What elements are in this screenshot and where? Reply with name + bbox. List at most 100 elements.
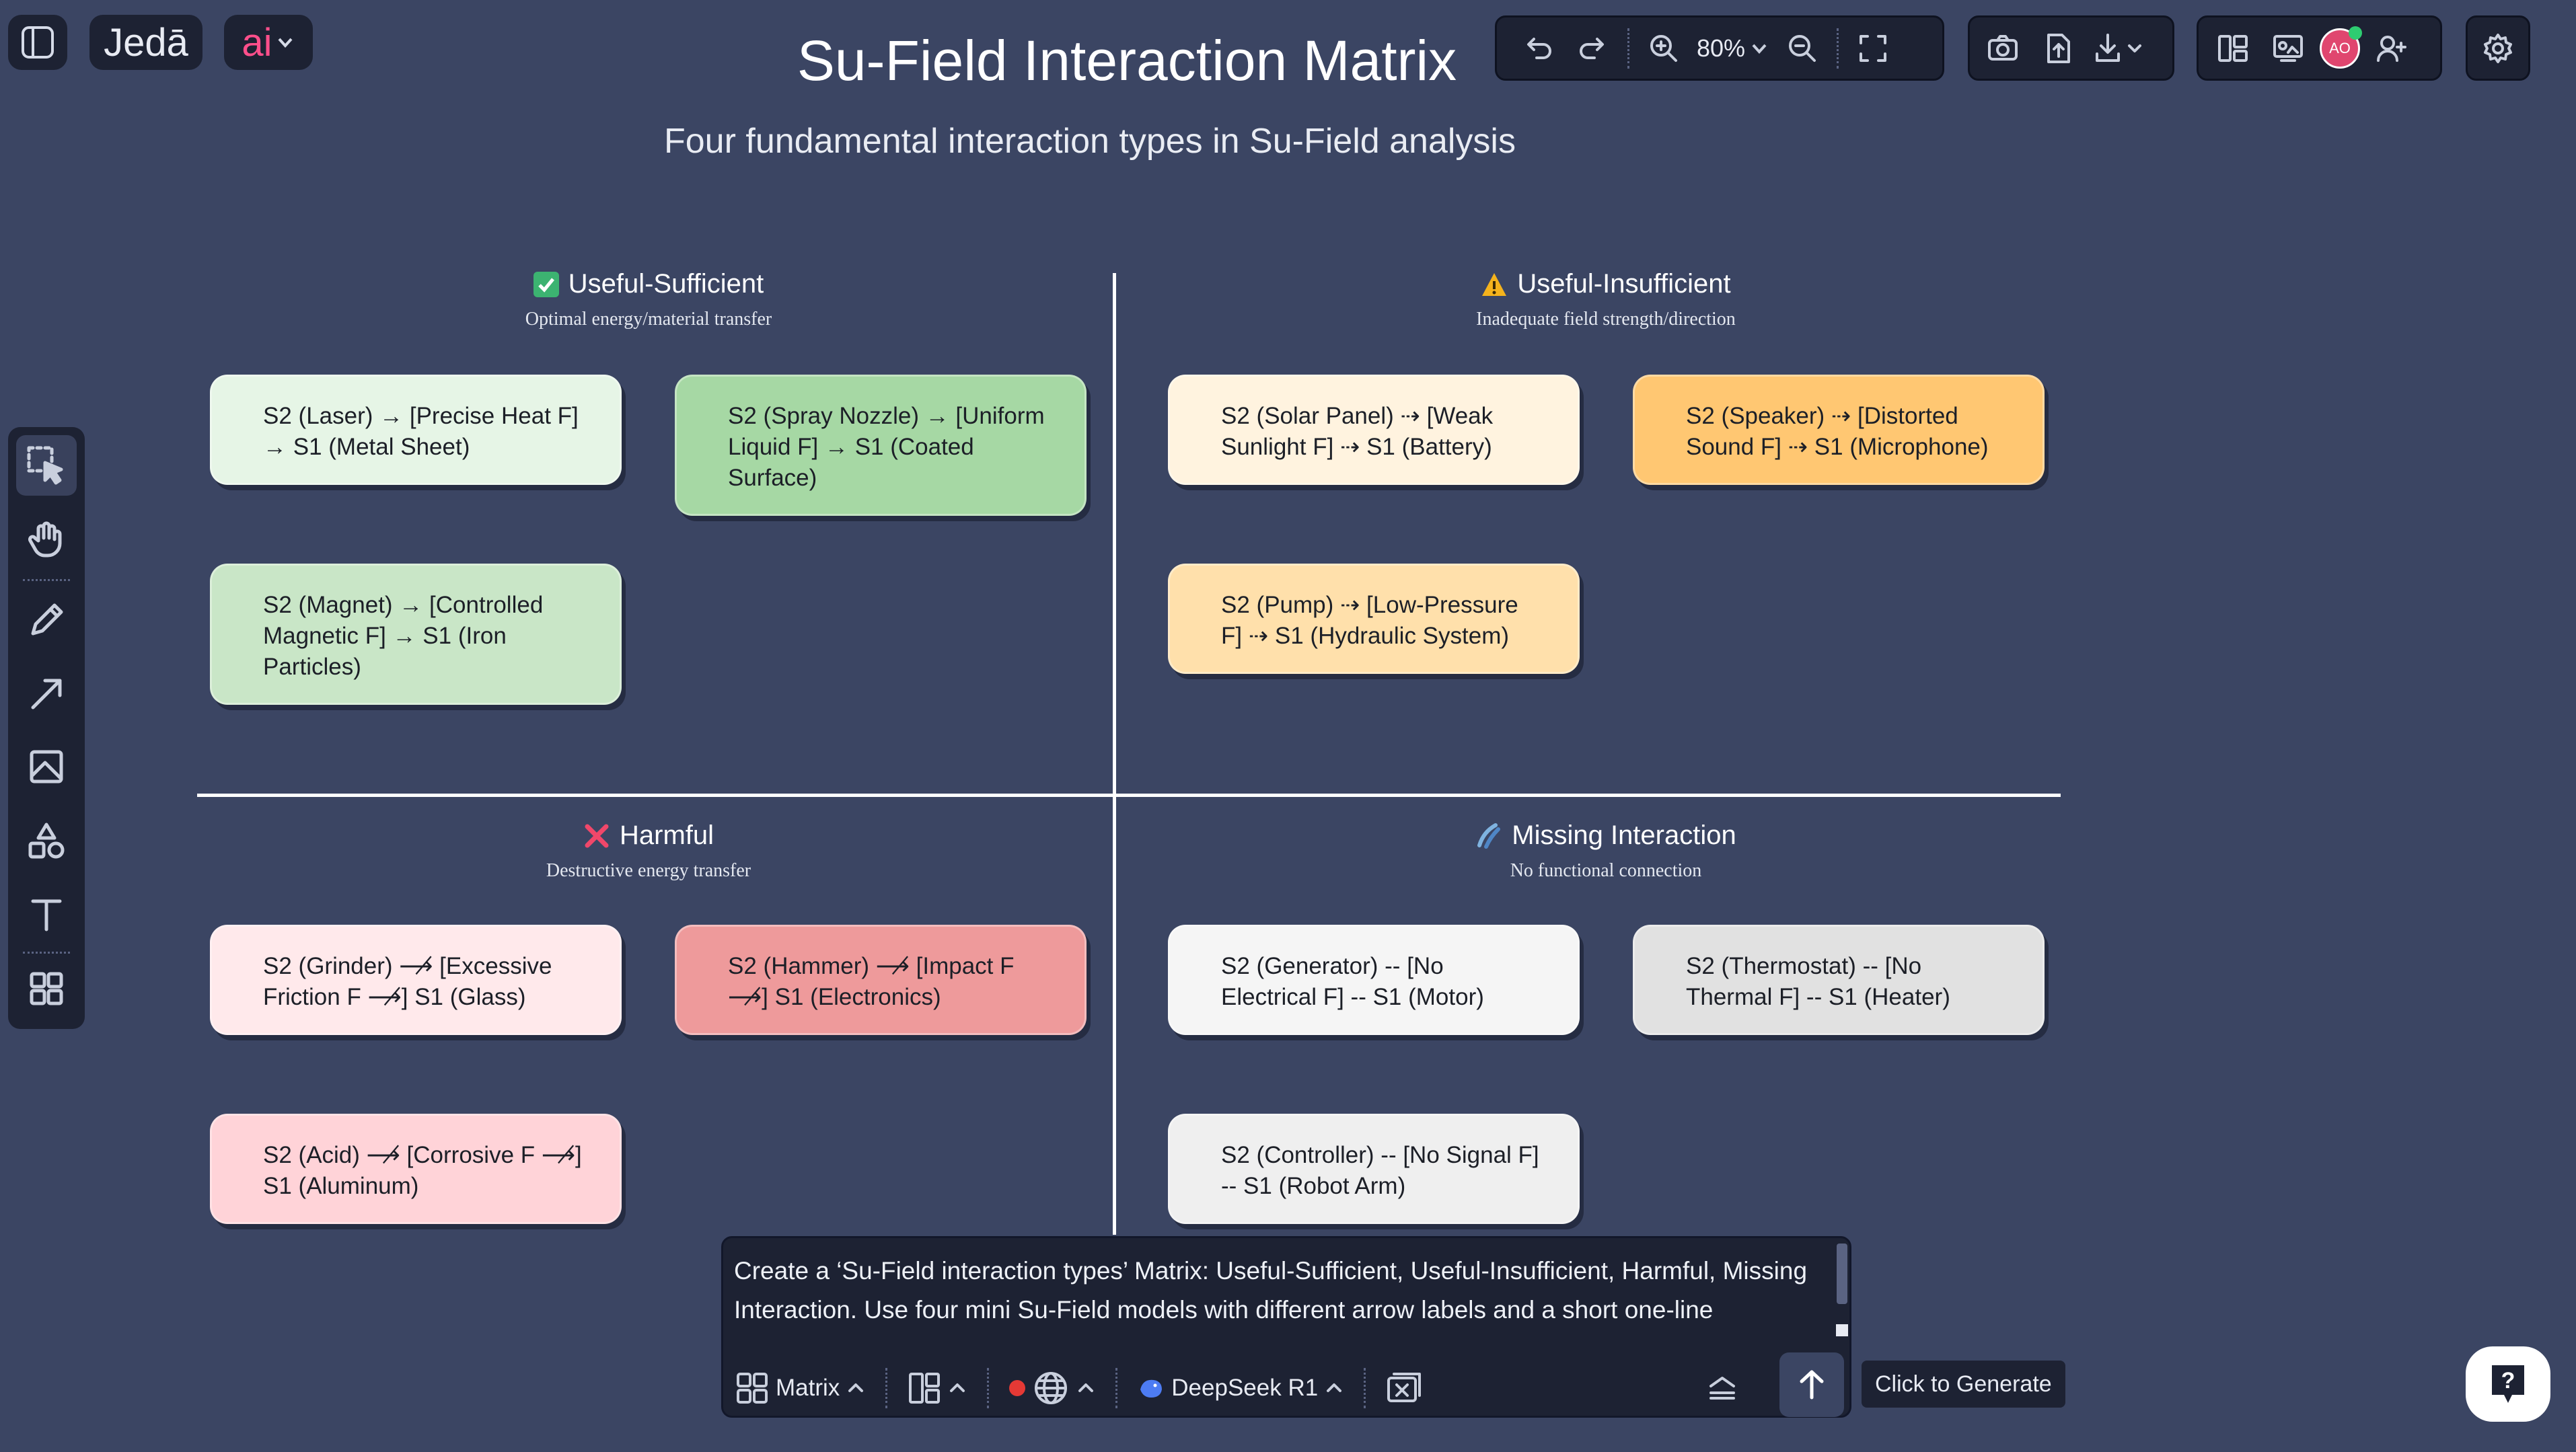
quadrant-header-missing-interaction: Missing Interaction No functional connec… — [1404, 820, 1808, 882]
chat-close-icon — [1387, 1373, 1422, 1402]
deepseek-whale-icon — [1140, 1379, 1163, 1398]
edit-toolbar: 80% — [1495, 15, 1944, 81]
layout-select[interactable] — [908, 1371, 967, 1405]
screenshot-button[interactable] — [1975, 21, 2030, 76]
undo-icon — [1527, 37, 1551, 59]
select-cursor-icon — [27, 446, 63, 485]
zoom-out-icon — [1789, 34, 1816, 62]
hand-icon — [28, 521, 62, 558]
share-button[interactable] — [2030, 21, 2086, 76]
interaction-card[interactable]: S2 (Pump) ⇢ [Low-Pressure F] ⇢ S1 (Hydra… — [1168, 564, 1580, 674]
arrow-up-icon — [1800, 1370, 1824, 1400]
page-subtitle: Four fundamental interaction types in Su… — [664, 122, 1516, 161]
download-button[interactable] — [2086, 21, 2153, 76]
download-icon — [2096, 33, 2141, 62]
chevron-up-icon — [950, 1383, 965, 1392]
presentation-button[interactable] — [2260, 21, 2316, 76]
user-avatar[interactable]: AO — [2320, 26, 2362, 69]
card-text: S2 (Speaker) ⇢ [Distorted Sound F] ⇢ S1 … — [1686, 403, 1989, 460]
text-icon — [31, 899, 62, 931]
zoom-in-button[interactable] — [1636, 21, 1691, 76]
image-tool[interactable] — [16, 736, 77, 797]
zoom-in-icon — [1650, 34, 1677, 62]
toolbar-divider — [1364, 1368, 1366, 1408]
interaction-card[interactable]: S2 (Spray Nozzle) → [Uniform Liquid F] →… — [675, 375, 1087, 516]
settings-button[interactable] — [2470, 21, 2526, 76]
quadrant-title: Useful-Insufficient — [1517, 269, 1731, 299]
matrix-vertical-divider — [1113, 273, 1116, 1235]
quadrant-header-useful-sufficient: Useful-Sufficient Optimal energy/materia… — [447, 269, 850, 330]
card-text: S2 (Pump) ⇢ [Low-Pressure F] ⇢ S1 (Hydra… — [1221, 592, 1518, 649]
text-tool[interactable] — [16, 884, 77, 945]
toolbar-divider — [1115, 1368, 1118, 1408]
settings-toolbar — [2466, 15, 2530, 81]
fullscreen-icon — [1860, 34, 1887, 62]
redo-button[interactable] — [1566, 21, 1621, 76]
interaction-card[interactable]: S2 (Hammer) ⟶̸ [Impact F ⟶̸] S1 (Electro… — [675, 925, 1087, 1035]
chevron-up-icon — [848, 1383, 864, 1392]
check-icon — [533, 271, 559, 297]
recording-dot — [1009, 1380, 1026, 1396]
model-label: DeepSeek R1 — [1171, 1375, 1319, 1401]
avatar-initials: AO — [2329, 39, 2351, 56]
generate-button[interactable] — [1779, 1352, 1844, 1417]
toolbar-divider — [23, 579, 70, 581]
zoom-level-select[interactable]: 80% — [1697, 34, 1769, 63]
interaction-card[interactable]: S2 (Solar Panel) ⇢ [Weak Sunlight F] ⇢ S… — [1168, 375, 1580, 485]
select-tool[interactable] — [16, 435, 77, 496]
model-select[interactable]: DeepSeek R1 — [1138, 1375, 1344, 1402]
interaction-card[interactable]: S2 (Magnet) → [Controlled Magnetic F] → … — [210, 564, 622, 705]
zoom-level-value: 80% — [1697, 34, 1746, 62]
toolbar-divider — [1837, 28, 1839, 69]
card-text: S2 (Solar Panel) ⇢ [Weak Sunlight F] ⇢ S… — [1221, 403, 1494, 460]
interaction-card[interactable]: S2 (Laser) → [Precise Heat F] → S1 (Meta… — [210, 375, 622, 485]
interaction-card[interactable]: S2 (Acid) ⟶̸ [Corrosive F ⟶̸] S1 (Alumin… — [210, 1114, 622, 1224]
undo-button[interactable] — [1510, 21, 1566, 76]
clear-canvas-button[interactable] — [1386, 1371, 1424, 1405]
app-logo[interactable]: Jedā — [89, 15, 203, 70]
interaction-card[interactable]: S2 (Grinder) ⟶̸ [Excessive Friction F ⟶̸… — [210, 925, 622, 1035]
layout-button[interactable] — [2205, 21, 2260, 76]
resize-handle-icon[interactable] — [1836, 1324, 1848, 1336]
ai-label: ai — [242, 20, 272, 65]
card-text: S2 (Controller) -- [No Signal F] -- S1 (… — [1221, 1142, 1539, 1199]
shapes-tool[interactable] — [16, 810, 77, 871]
collapse-icon — [1709, 1377, 1735, 1400]
web-search-toggle[interactable] — [1009, 1369, 1095, 1407]
interaction-card[interactable]: S2 (Generator) -- [No Electrical F] -- S… — [1168, 925, 1580, 1035]
quadrant-description: No functional connection — [1510, 860, 1702, 881]
chevron-down-icon — [1752, 44, 1767, 54]
quadrant-description: Inadequate field strength/direction — [1476, 309, 1736, 330]
prompt-input[interactable]: Create a ‘Su-Field interaction types’ Ma… — [734, 1257, 1808, 1338]
camera-icon — [1988, 34, 2018, 61]
drawing-toolbar — [8, 427, 85, 1029]
page-title: Su-Field Interaction Matrix — [797, 29, 1457, 92]
fit-screen-button[interactable] — [1845, 21, 1901, 76]
templates-tool[interactable] — [16, 958, 77, 1019]
presentation-icon — [2273, 34, 2303, 62]
view-toolbar: AO — [2197, 15, 2442, 81]
interaction-card[interactable]: S2 (Controller) -- [No Signal F] -- S1 (… — [1168, 1114, 1580, 1224]
interaction-card[interactable]: S2 (Thermostat) -- [No Thermal F] -- S1 … — [1633, 925, 2045, 1035]
template-select[interactable]: Matrix — [735, 1371, 865, 1405]
pen-tool[interactable] — [16, 590, 77, 650]
help-button[interactable]: ? — [2466, 1346, 2550, 1422]
warning-icon — [1482, 272, 1507, 296]
sidebar-toggle-button[interactable] — [8, 15, 67, 70]
interaction-card[interactable]: S2 (Speaker) ⇢ [Distorted Sound F] ⇢ S1 … — [1633, 375, 2045, 485]
collapse-panel-button[interactable] — [1705, 1371, 1739, 1405]
zoom-out-button[interactable] — [1775, 21, 1830, 76]
pan-tool[interactable] — [16, 509, 77, 570]
globe-icon — [1035, 1372, 1068, 1404]
help-question-icon: ? — [2492, 1365, 2524, 1403]
ai-menu-button[interactable]: ai — [224, 15, 313, 70]
template-label: Matrix — [776, 1375, 840, 1401]
prompt-scrollbar[interactable] — [1837, 1244, 1847, 1304]
quadrant-title: Useful-Sufficient — [568, 269, 764, 299]
card-text: S2 (Thermostat) -- [No Thermal F] -- S1 … — [1686, 953, 1950, 1010]
toolbar-divider — [987, 1368, 990, 1408]
upload-file-icon — [2047, 33, 2070, 63]
invite-user-button[interactable] — [2364, 21, 2419, 76]
arrow-tool[interactable] — [16, 664, 77, 724]
layout-icon — [2218, 34, 2248, 62]
